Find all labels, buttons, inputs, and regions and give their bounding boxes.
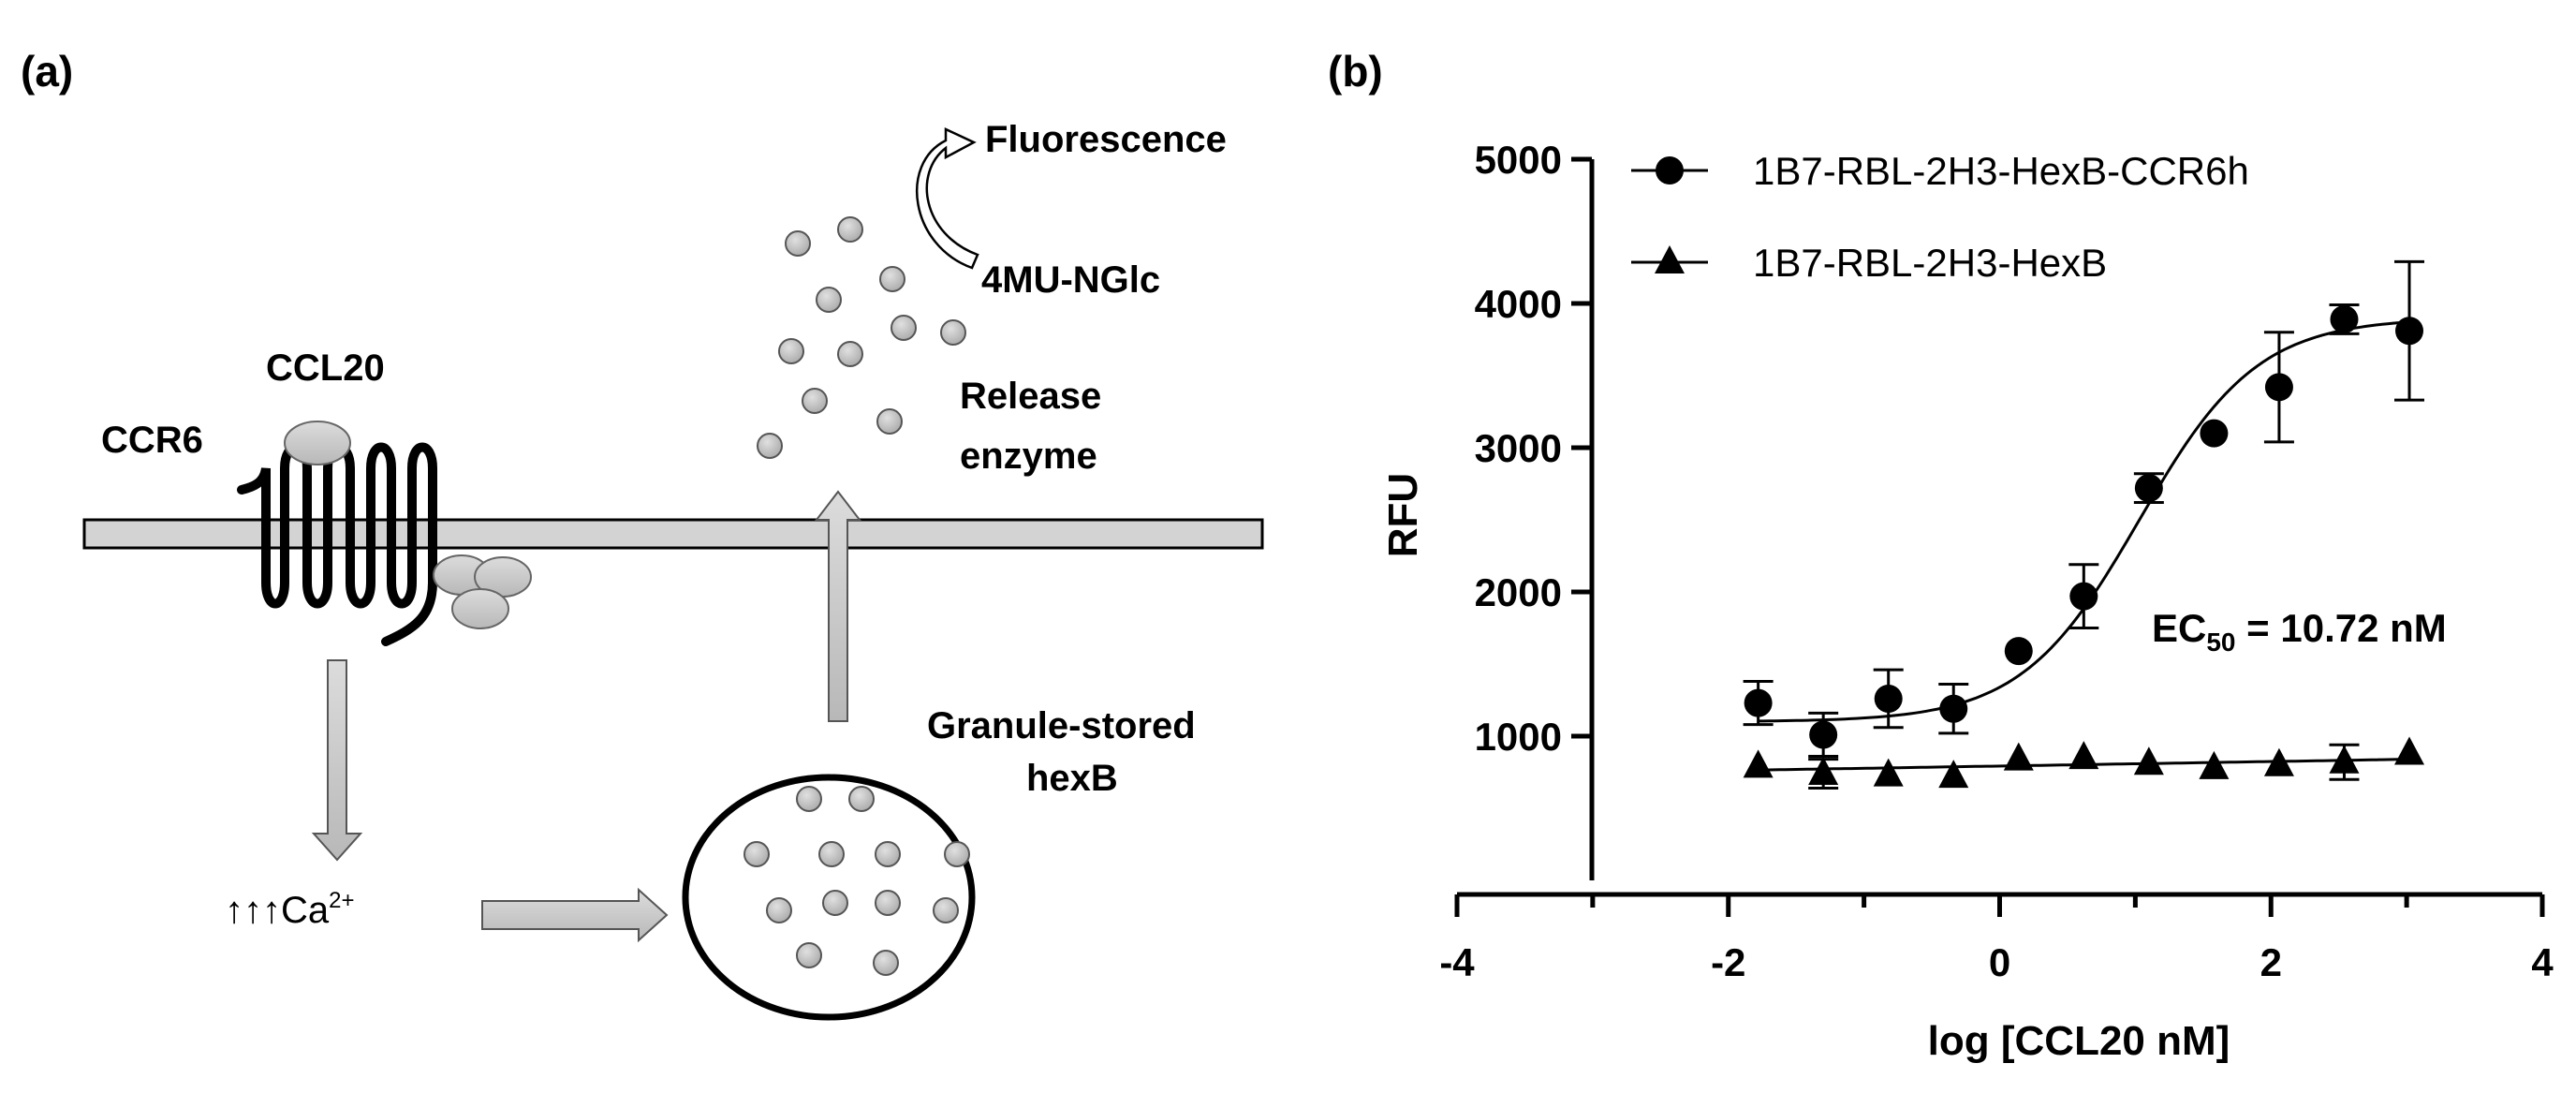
calcium-label: ↑↑↑Ca2+ xyxy=(225,888,355,931)
data-point-series-2 xyxy=(2003,742,2034,771)
y-tick-label: 2000 xyxy=(1475,570,1562,614)
x-tick-label: 0 xyxy=(1989,940,2010,984)
release-label-line1: Release xyxy=(960,376,1101,417)
data-point-series-2 xyxy=(1808,757,1839,786)
data-point-series-1 xyxy=(2264,373,2293,402)
x-tick-label: 2 xyxy=(2260,940,2282,984)
ccr6-receptor xyxy=(237,442,437,646)
chart-fit-curves xyxy=(1758,320,2410,772)
legend-marker xyxy=(1656,156,1684,185)
granule-label-line2: hexB xyxy=(1026,758,1118,799)
data-point-series-1 xyxy=(2004,637,2033,666)
x-tick-label: 4 xyxy=(2531,940,2554,984)
data-point-series-2 xyxy=(1743,749,1774,778)
ccl20-label: CCL20 xyxy=(266,347,385,389)
granule-label-line1: Granule-stored xyxy=(927,705,1196,746)
data-point-series-1 xyxy=(1874,684,1903,713)
data-point-series-2 xyxy=(1938,760,1969,789)
data-point-series-1 xyxy=(2134,474,2163,503)
conversion-curved-arrow xyxy=(915,127,979,270)
data-point-series-1 xyxy=(1809,720,1838,749)
granule-enzyme-dots xyxy=(743,786,970,976)
g-protein-icon xyxy=(433,554,532,629)
y-axis-title: RFU xyxy=(1380,473,1426,557)
y-tick-label: 5000 xyxy=(1475,138,1562,182)
data-point-series-1 xyxy=(1744,688,1773,717)
panel-a-label: (a) xyxy=(21,47,73,96)
calcium-to-granule-arrow xyxy=(481,887,669,943)
data-point-series-1 xyxy=(2395,317,2424,346)
y-tick-label: 3000 xyxy=(1475,426,1562,470)
fit-curve-series-1 xyxy=(1758,320,2410,723)
data-point-series-1 xyxy=(1939,694,1968,723)
y-tick-label: 1000 xyxy=(1475,715,1562,759)
chart: 1000 2000 3000 4000 5000 -4 -2 0 2 4 1B7-RBL-2H3-… xyxy=(1380,138,2554,1064)
legend-label: 1B7-RBL-2H3-HexB-CCR6h xyxy=(1753,149,2249,193)
released-enzyme-dots xyxy=(757,216,966,459)
data-point-series-2 xyxy=(2263,747,2294,776)
data-point-series-2 xyxy=(2133,746,2164,775)
data-point-series-2 xyxy=(1873,758,1904,787)
ccl20-ligand xyxy=(284,421,351,465)
ec50-annotation: EC50 = 10.72 nM xyxy=(2152,606,2447,657)
release-label-line2: enzyme xyxy=(960,436,1097,477)
x-tick-label: -2 xyxy=(1711,940,1745,984)
data-point-series-2 xyxy=(2329,745,2360,774)
panel-b: (b) 1000 2000 3000 4000 5000 -4 -2 0 2 4 1B7-RBL-… xyxy=(1328,47,2554,1064)
chart-markers xyxy=(1743,304,2425,789)
release-up-arrow xyxy=(814,490,862,722)
data-point-series-2 xyxy=(2394,736,2425,765)
data-point-series-2 xyxy=(2068,741,2099,770)
x-tick-label: -4 xyxy=(1439,940,1475,984)
panel-a: (a) CCR6 CCL20 ↑↑↑Ca2+ G xyxy=(21,47,1264,1021)
chart-error-bars xyxy=(1743,259,2425,790)
data-point-series-2 xyxy=(2199,750,2230,779)
legend-marker xyxy=(1655,245,1685,273)
data-point-series-1 xyxy=(2200,419,2229,448)
fluorescence-label: Fluorescence xyxy=(985,119,1227,160)
ccr6-label: CCR6 xyxy=(101,420,203,461)
substrate-label: 4MU-NGlc xyxy=(981,259,1160,301)
cell-membrane xyxy=(82,518,1264,550)
legend-label: 1B7-RBL-2H3-HexB xyxy=(1753,241,2107,285)
signal-down-arrow xyxy=(311,659,363,862)
data-point-series-1 xyxy=(2069,582,2098,611)
chart-legend: 1B7-RBL-2H3-HexB-CCR6h 1B7-RBL-2H3-HexB xyxy=(1631,149,2249,285)
panel-b-label: (b) xyxy=(1328,47,1383,96)
y-tick-label: 4000 xyxy=(1475,282,1562,326)
x-axis-title: log [CCL20 nM] xyxy=(1928,1018,2230,1064)
chart-axes: 1000 2000 3000 4000 5000 -4 -2 0 2 4 xyxy=(1439,138,2554,984)
data-point-series-1 xyxy=(2330,304,2359,333)
